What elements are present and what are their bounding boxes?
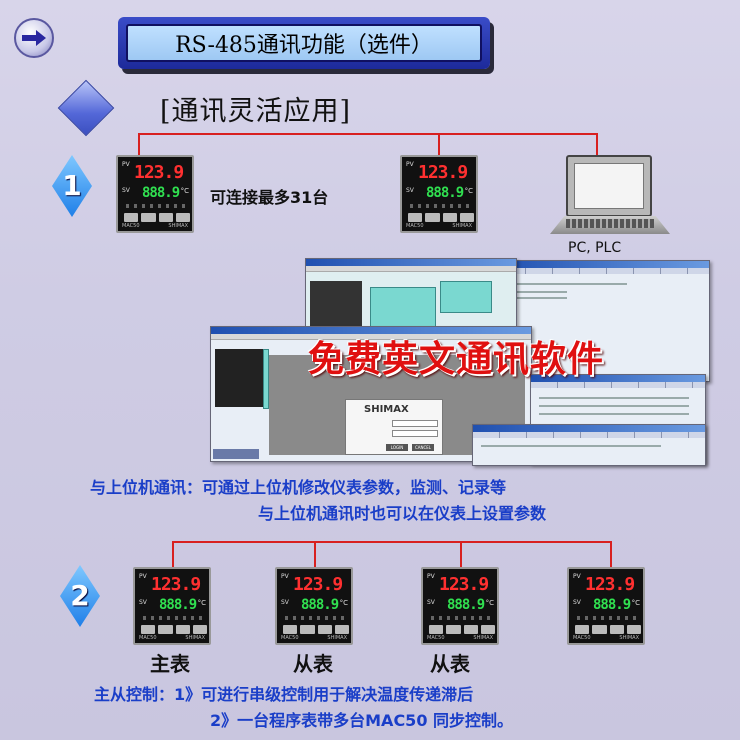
unit-label: °C — [197, 599, 206, 607]
unit-label: °C — [464, 187, 473, 195]
master-slave-note-2: 2》一台程序表带多台MAC50 同步控制。 — [210, 711, 514, 730]
unit-label: °C — [180, 187, 189, 195]
sv-display: 888.9 — [593, 597, 631, 613]
sv-label: SV — [281, 599, 289, 606]
controller-keys — [575, 625, 641, 634]
slave-label: 从表 — [430, 652, 470, 676]
step-number: 1 — [62, 169, 82, 202]
slave-label: 从表 — [293, 652, 333, 676]
controller-keys — [124, 213, 190, 222]
next-arrow-button[interactable] — [14, 18, 54, 58]
network-wire — [460, 541, 462, 567]
network-wire — [172, 541, 174, 567]
pv-label: PV — [281, 573, 289, 580]
maker-label: SHIMAX — [185, 635, 205, 641]
sv-label: SV — [427, 599, 435, 606]
pc-plc-label: PC, PLC — [568, 240, 622, 256]
network-wire — [596, 133, 598, 157]
laptop-keyboard — [566, 219, 654, 228]
pv-label: PV — [122, 161, 130, 168]
maker-label: SHIMAX — [327, 635, 347, 641]
temperature-controller: PV 123.9 SV 888.9 °C MAC50 SHIMAX — [116, 155, 194, 233]
slave-controller: PV 123.9 SV 888.9 °C MAC50 SHIMAX — [421, 567, 499, 645]
page-title: RS-485通讯功能（选件） — [126, 24, 482, 62]
model-label: MAC50 — [427, 635, 445, 641]
status-leds — [431, 616, 493, 620]
maker-label: SHIMAX — [473, 635, 493, 641]
diamond-icon — [57, 79, 115, 137]
software-window — [472, 424, 706, 466]
shimax-logo: SHIMAX — [364, 404, 409, 415]
status-leds — [126, 204, 188, 208]
unit-label: °C — [631, 599, 640, 607]
status-leds — [285, 616, 347, 620]
model-label: MAC50 — [573, 635, 591, 641]
model-label: MAC50 — [122, 223, 140, 229]
network-wire — [438, 133, 440, 157]
title-banner: RS-485通讯功能（选件） — [118, 17, 490, 69]
step-two-badge: 2 — [60, 565, 100, 627]
section-subtitle: [通讯灵活应用] — [160, 96, 352, 127]
pv-display: 123.9 — [151, 574, 201, 595]
master-slave-note: 主从控制：1》可进行串级控制用于解决温度传递滞后 — [94, 685, 474, 704]
max-connection-text: 可连接最多31台 — [210, 188, 329, 207]
pv-label: PV — [139, 573, 147, 580]
network-wire — [610, 541, 612, 567]
pv-display: 123.9 — [134, 162, 184, 183]
sv-display: 888.9 — [447, 597, 485, 613]
controller-keys — [283, 625, 349, 634]
status-leds — [143, 616, 205, 620]
free-software-caption: 免费英文通讯软件 — [308, 338, 605, 380]
sv-display: 888.9 — [142, 185, 180, 201]
login-dialog: SHIMAX LOGIN CANCEL — [345, 399, 443, 455]
sv-label: SV — [122, 187, 130, 194]
network-wire — [138, 133, 596, 135]
pv-label: PV — [573, 573, 581, 580]
unit-label: °C — [339, 599, 348, 607]
pv-display: 123.9 — [585, 574, 635, 595]
sv-display: 888.9 — [426, 185, 464, 201]
right-arrow-icon — [22, 30, 46, 46]
status-leds — [577, 616, 639, 620]
master-label: 主表 — [150, 652, 190, 676]
model-label: MAC50 — [139, 635, 157, 641]
software-window — [498, 260, 710, 382]
network-wire — [172, 541, 612, 543]
model-label: MAC50 — [406, 223, 424, 229]
pv-label: PV — [427, 573, 435, 580]
master-controller: PV 123.9 SV 888.9 °C MAC50 SHIMAX — [133, 567, 211, 645]
cancel-button[interactable]: CANCEL — [412, 444, 434, 451]
sv-label: SV — [139, 599, 147, 606]
laptop-icon — [566, 155, 652, 217]
step-number: 2 — [70, 579, 90, 612]
pv-label: PV — [406, 161, 414, 168]
pv-display: 123.9 — [439, 574, 489, 595]
status-leds — [410, 204, 472, 208]
sv-label: SV — [406, 187, 414, 194]
maker-label: SHIMAX — [619, 635, 639, 641]
controller-keys — [141, 625, 207, 634]
maker-label: SHIMAX — [168, 223, 188, 229]
sv-display: 888.9 — [301, 597, 339, 613]
network-wire — [314, 541, 316, 567]
pc-communication-note: 与上位机通讯：可通过上位机修改仪表参数，监测、记录等 — [90, 478, 507, 497]
slave-controller: PV 123.9 SV 888.9 °C MAC50 SHIMAX — [567, 567, 645, 645]
pc-communication-note-2: 与上位机通讯时也可以在仪表上设置参数 — [258, 504, 547, 523]
login-button[interactable]: LOGIN — [386, 444, 408, 451]
sv-display: 888.9 — [159, 597, 197, 613]
controller-keys — [408, 213, 474, 222]
temperature-controller: PV 123.9 SV 888.9 °C MAC50 SHIMAX — [400, 155, 478, 233]
maker-label: SHIMAX — [452, 223, 472, 229]
pv-display: 123.9 — [418, 162, 468, 183]
network-wire — [138, 133, 140, 157]
sv-label: SV — [573, 599, 581, 606]
pv-display: 123.9 — [293, 574, 343, 595]
slave-controller: PV 123.9 SV 888.9 °C MAC50 SHIMAX — [275, 567, 353, 645]
model-label: MAC50 — [281, 635, 299, 641]
step-one-badge: 1 — [52, 155, 92, 217]
unit-label: °C — [485, 599, 494, 607]
controller-keys — [429, 625, 495, 634]
